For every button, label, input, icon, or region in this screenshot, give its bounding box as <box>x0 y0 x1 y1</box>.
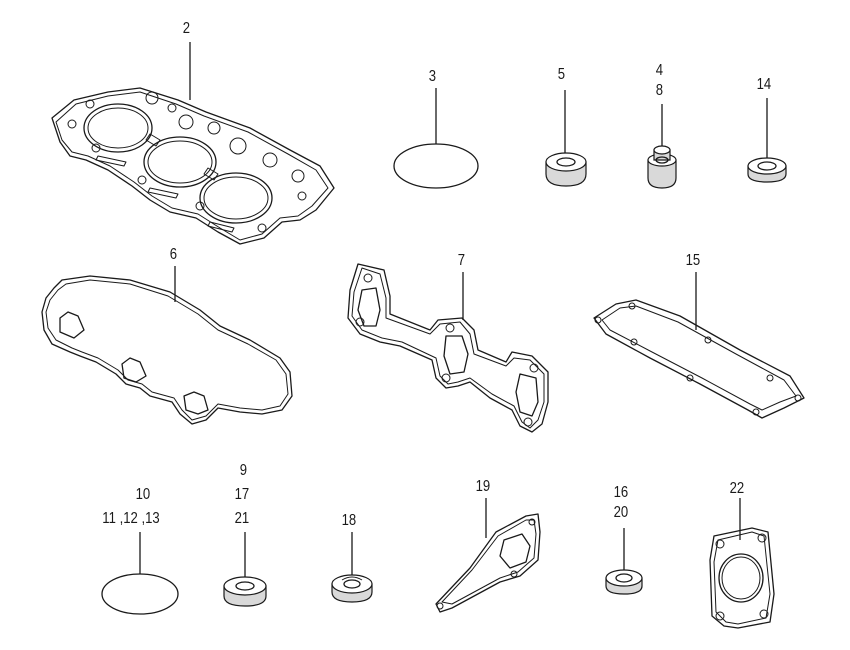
o-ring-part-10-13 <box>101 573 179 615</box>
o-ring-part-3 <box>393 143 479 189</box>
callout-2: 2 <box>182 20 191 37</box>
plate-gasket-part-19 <box>435 513 541 613</box>
callout-9: 9 <box>239 462 248 479</box>
washer-part-9-17-21 <box>223 576 267 607</box>
valve-cover-gasket-part-6 <box>41 275 293 425</box>
callout-3: 3 <box>428 68 437 85</box>
washer-part-16-20 <box>605 569 643 595</box>
grommet-part-5 <box>545 152 587 187</box>
callout-11-12-13: 11 ,12 ,13 <box>102 510 160 527</box>
flange-gasket-part-22 <box>709 527 775 629</box>
manifold-gasket-part-7 <box>347 263 549 433</box>
cover-gasket-part-15 <box>593 299 805 419</box>
callout-6: 6 <box>169 246 178 263</box>
washer-part-14 <box>747 157 787 183</box>
callout-10: 10 <box>135 486 151 503</box>
callout-4: 4 <box>655 62 664 79</box>
callout-5: 5 <box>557 66 566 83</box>
valve-stem-seal-part-4-8 <box>647 145 677 189</box>
callout-16: 16 <box>613 484 629 501</box>
callout-21: 21 <box>234 510 250 527</box>
callout-7: 7 <box>457 252 466 269</box>
cylinder-head-gasket-part <box>51 87 335 245</box>
seal-ring-part-18 <box>331 574 373 603</box>
callout-20: 20 <box>613 504 629 521</box>
callout-15: 15 <box>685 252 701 269</box>
callout-17: 17 <box>234 486 250 503</box>
callout-22: 22 <box>729 480 745 497</box>
callout-18: 18 <box>341 512 357 529</box>
callout-14: 14 <box>756 76 772 93</box>
callout-19: 19 <box>475 478 491 495</box>
callout-8: 8 <box>655 82 664 99</box>
